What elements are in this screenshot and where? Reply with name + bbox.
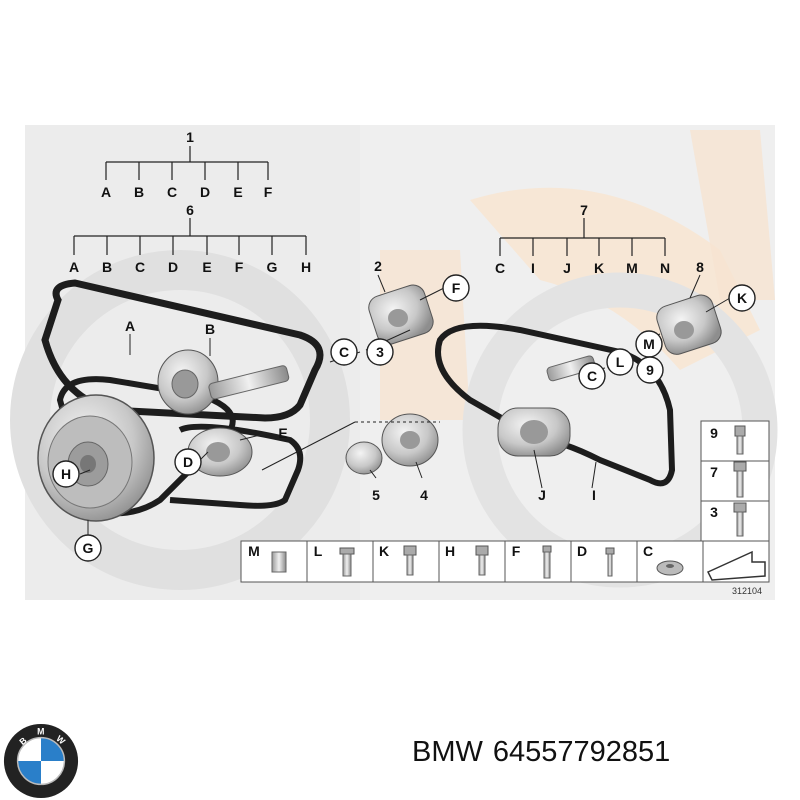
hierarchy-group-6 [73, 218, 307, 255]
callout-4: 4 [420, 487, 428, 503]
callout-j: J [538, 487, 546, 503]
group7-child-label: M [626, 260, 638, 276]
bottom-parts-table [240, 540, 770, 583]
bottom-part-label: M [248, 543, 260, 559]
bottom-part-label: L [314, 543, 323, 559]
circled-callout-c: C [339, 344, 349, 360]
brand-name: BMW [412, 736, 483, 768]
circled-callout-l: L [616, 354, 625, 370]
group1-child-label: C [167, 184, 177, 200]
group1-child-label: E [233, 184, 242, 200]
callout-i: I [592, 487, 596, 503]
group7-child-label: C [495, 260, 505, 276]
middle-parts [261, 284, 440, 475]
ribbed-belt-right [435, 322, 676, 487]
circled-callouts [52, 274, 756, 562]
logo-letter: M [37, 727, 44, 737]
side-part-label: 9 [710, 425, 718, 441]
group6-child-label: E [202, 259, 211, 275]
callout-b: B [205, 321, 215, 337]
hierarchy-group-1 [105, 146, 269, 180]
side-part-label: 3 [710, 504, 718, 520]
callout-2: 2 [374, 258, 382, 274]
figure-number: 312104 [732, 586, 762, 596]
group6-child-label: G [267, 259, 278, 275]
circled-callout-k: K [737, 290, 747, 306]
circled-callout-d: D [183, 454, 193, 470]
group7-child-label: N [660, 260, 670, 276]
group6-child-label: C [135, 259, 145, 275]
hierarchy-group-7 [499, 218, 666, 256]
circled-callout-c-right: C [587, 368, 597, 384]
bottom-part-label: F [512, 543, 521, 559]
callout-5: 5 [372, 487, 380, 503]
group1-child-label: A [101, 184, 111, 200]
group1-child-label: D [200, 184, 210, 200]
circled-callout-9: 9 [646, 362, 654, 378]
callout-8: 8 [696, 259, 704, 275]
group6-child-label: A [69, 259, 79, 275]
circled-callout-f: F [452, 280, 461, 296]
arrow-icon [706, 550, 766, 581]
bolt-c [208, 365, 290, 400]
bottom-part-label: H [445, 543, 455, 559]
part-5-cap [345, 441, 383, 475]
right-belt-system [435, 294, 722, 487]
group6-child-label: F [235, 259, 244, 275]
group6-root-label: 6 [186, 202, 194, 218]
group7-root-label: 7 [580, 202, 588, 218]
group1-root-label: 1 [186, 129, 194, 145]
group6-child-label: B [102, 259, 112, 275]
bottom-part-label: D [577, 543, 587, 559]
circled-callout-3: 3 [376, 344, 384, 360]
bolt-right-c [546, 355, 596, 382]
callout-e: E [278, 425, 287, 441]
group6-child-label: D [168, 259, 178, 275]
part-caption: BMW 64557792851 [412, 736, 680, 769]
bottom-part-label: C [643, 543, 653, 559]
bmw-logo-icon: B M W [3, 723, 79, 799]
side-parts-table [700, 420, 770, 542]
group7-child-label: K [594, 260, 604, 276]
callout-a: A [125, 318, 135, 334]
bottom-part-label: K [379, 543, 389, 559]
group1-child-label: B [134, 184, 144, 200]
group7-child-label: J [563, 260, 571, 276]
circled-callout-h: H [61, 466, 71, 482]
side-part-label: 7 [710, 464, 718, 480]
circled-callout-g: G [83, 540, 94, 556]
group7-child-label: I [531, 260, 535, 276]
circled-callout-m: M [643, 336, 655, 352]
part-number: 64557792851 [492, 736, 671, 768]
logo-letter: B [17, 735, 28, 747]
group6-child-label: H [301, 259, 311, 275]
group1-child-label: F [264, 184, 273, 200]
